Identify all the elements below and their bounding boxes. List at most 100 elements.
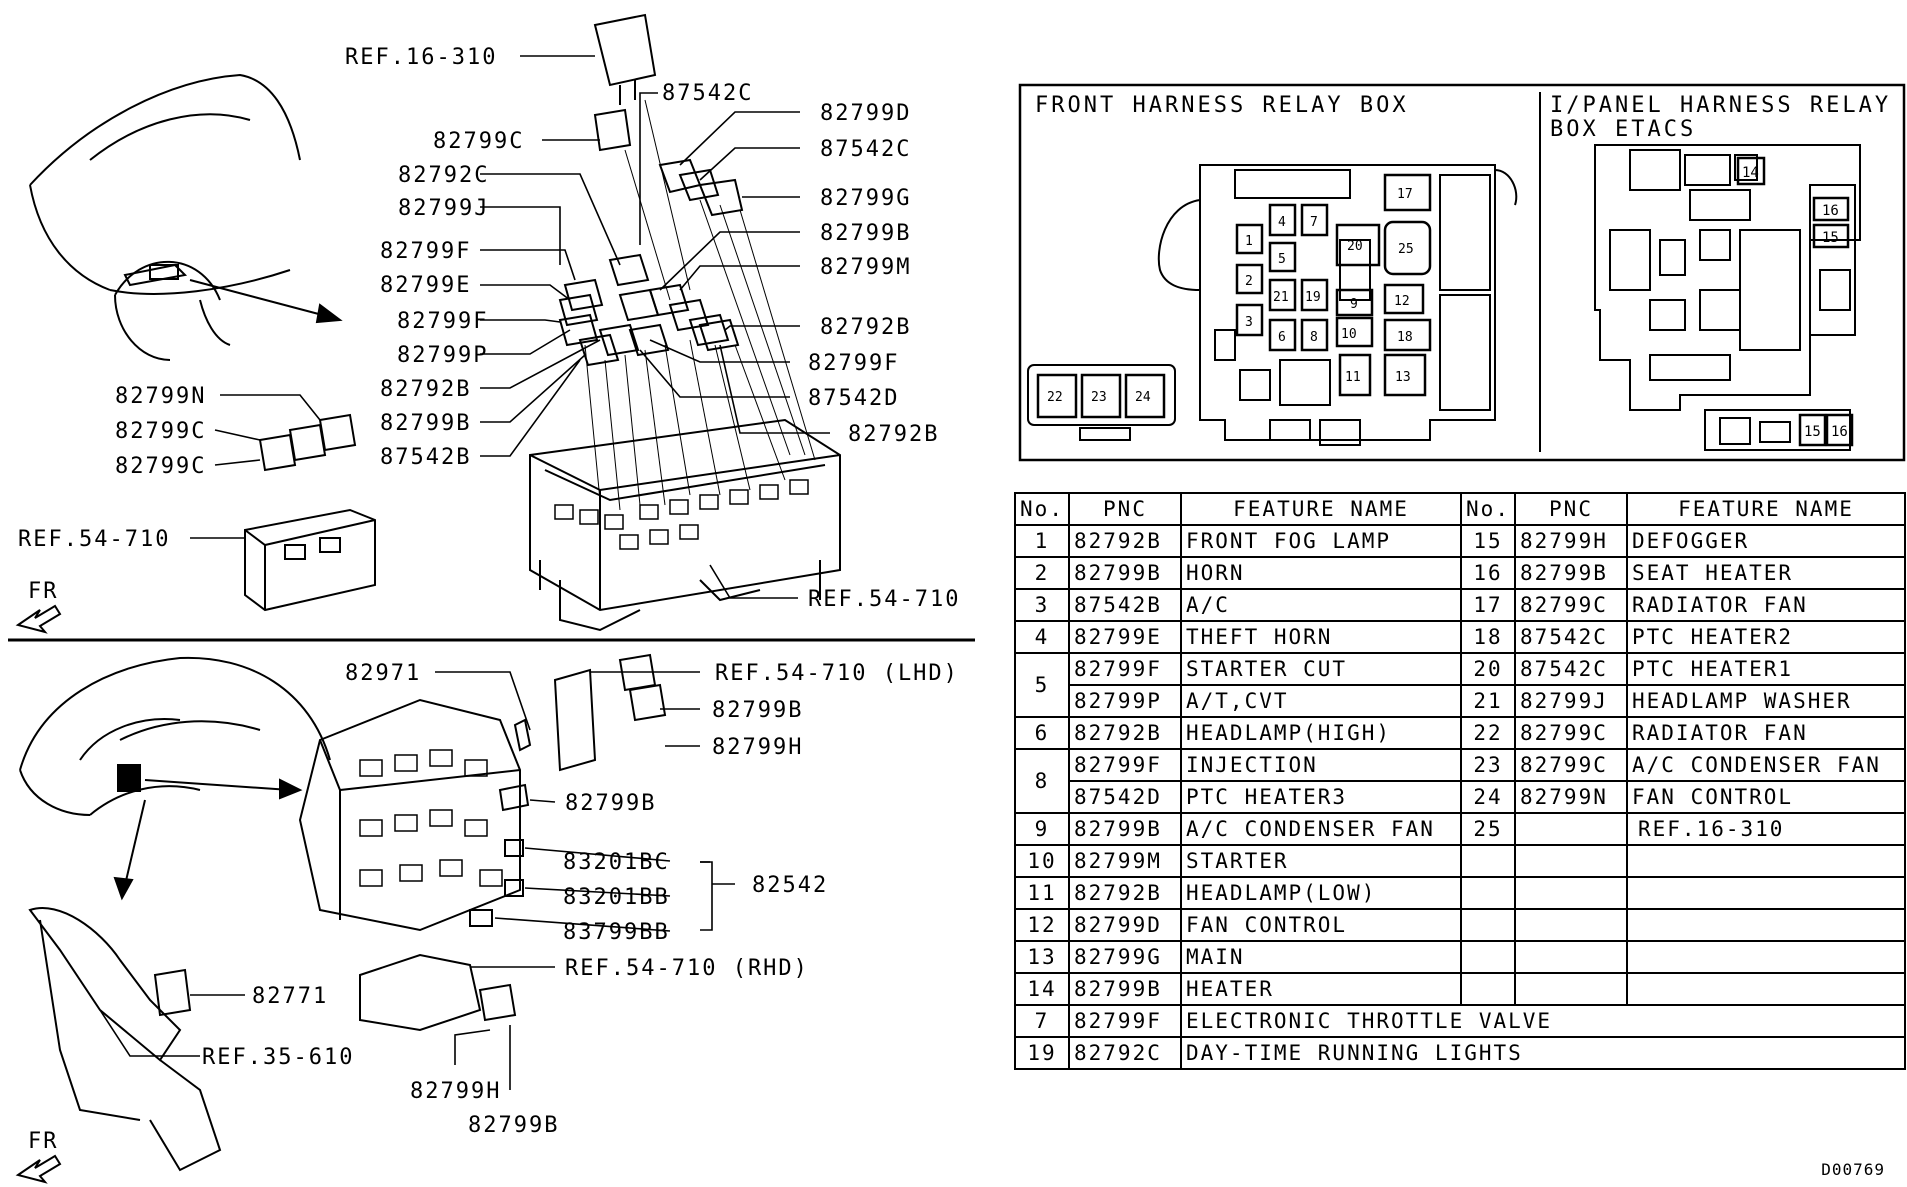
cell-pnc: 82792C xyxy=(1068,1036,1182,1070)
label-82799b-b: 82799B xyxy=(380,411,471,436)
cell-pnc: 82799G xyxy=(1068,940,1182,974)
label-83799bb: 83799BB xyxy=(563,920,670,945)
slot-23: 23 xyxy=(1091,390,1107,405)
label-82799g: 82799G xyxy=(820,186,911,211)
cell-no-2: 20 xyxy=(1460,652,1516,686)
car-front-illustration xyxy=(29,73,301,361)
slot-21: 21 xyxy=(1273,290,1289,305)
relay-cluster-left xyxy=(244,413,376,612)
cell-feature: HEATER xyxy=(1180,972,1462,1006)
slot-10: 10 xyxy=(1341,327,1357,342)
cell-feature: A/C xyxy=(1180,588,1462,622)
slot-20: 20 xyxy=(1347,239,1363,254)
cell-pnc: 87542D xyxy=(1068,780,1182,814)
cell-pnc: 82792B xyxy=(1068,716,1182,750)
cell-no-2: 25 xyxy=(1460,812,1516,846)
relay-parts-table: No. PNC FEATURE NAME No. PNC FEATURE NAM… xyxy=(1014,492,1906,1070)
cell-feature-2 xyxy=(1626,940,1906,974)
slot-18: 18 xyxy=(1397,330,1413,345)
relay-box-location-panel: FRONT HARNESS RELAY BOX I/PANEL HARNESS … xyxy=(1018,83,1906,462)
label-82799c-a: 82799C xyxy=(115,419,206,444)
slot-25: 25 xyxy=(1398,242,1414,257)
label-82799b-d: 82799B xyxy=(565,791,656,816)
ipanel-slot-14: 14 xyxy=(1742,165,1759,181)
cell-pnc: 82799M xyxy=(1068,844,1182,878)
cell-no: 14 xyxy=(1014,972,1070,1006)
label-ref-16-310: REF.16-310 xyxy=(345,45,497,70)
cell-feature-2: PTC HEATER1 xyxy=(1626,652,1906,686)
cell-pnc-2: 87542C xyxy=(1514,652,1628,686)
cell-pnc-2 xyxy=(1514,844,1628,878)
cell-no: 12 xyxy=(1014,908,1070,942)
cell-feature: FAN CONTROL xyxy=(1180,908,1462,942)
cell-pnc-2 xyxy=(1514,972,1628,1006)
slot-22: 22 xyxy=(1047,390,1063,405)
cell-feature-2: FAN CONTROL xyxy=(1626,780,1906,814)
cell-pnc-2: 82799J xyxy=(1514,684,1628,718)
car-interior-illustration xyxy=(19,656,331,1172)
cell-no-2 xyxy=(1460,844,1516,878)
header-feature-name-2: FEATURE NAME xyxy=(1626,492,1906,526)
cell-no: 9 xyxy=(1014,812,1070,846)
cell-feature-2: PTC HEATER2 xyxy=(1626,620,1906,654)
cell-feature-2 xyxy=(1626,972,1906,1006)
cell-feature-wide: ELECTRONIC THROTTLE VALVE xyxy=(1180,1004,1906,1038)
header-pnc-2: PNC xyxy=(1514,492,1628,526)
cell-feature-2 xyxy=(1626,876,1906,910)
header-no-2: No. xyxy=(1460,492,1516,526)
slot-2: 2 xyxy=(1245,274,1253,289)
cell-no-2 xyxy=(1460,972,1516,1006)
label-ref-54-710-lhd: REF.54-710 (LHD) xyxy=(715,661,959,686)
slot-24: 24 xyxy=(1135,390,1151,405)
cell-pnc-2: 82799C xyxy=(1514,748,1628,782)
cell-no-2 xyxy=(1460,940,1516,974)
front-relay-box-exploded xyxy=(529,418,841,632)
table-header-row: No. PNC FEATURE NAME No. PNC FEATURE NAM… xyxy=(1014,492,1906,526)
cell-no-2: 17 xyxy=(1460,588,1516,622)
fr-arrow-bottom xyxy=(15,1154,62,1184)
slot-17: 17 xyxy=(1397,187,1413,202)
label-82799c-top: 82799C xyxy=(433,129,524,154)
label-ref-54-710-b: REF.54-710 xyxy=(808,587,960,612)
cell-feature: STARTER xyxy=(1180,844,1462,878)
slot-6: 6 xyxy=(1278,330,1286,345)
cell-feature: MAIN xyxy=(1180,940,1462,974)
label-fr-bottom: FR xyxy=(28,1129,59,1154)
label-82799p: 82799P xyxy=(397,343,488,368)
slot-3: 3 xyxy=(1245,315,1253,330)
cell-no: 2 xyxy=(1014,556,1070,590)
cell-pnc: 87542B xyxy=(1068,588,1182,622)
part-labels: REF.16-310 87542C 82799D 82799C 87542C 8… xyxy=(18,45,960,1154)
cell-no: 7 xyxy=(1014,1004,1070,1038)
cell-feature-2 xyxy=(1626,908,1906,942)
label-82792b-a: 82792B xyxy=(820,315,911,340)
ipanel-slot-15a: 15 xyxy=(1822,230,1839,246)
cell-no: 8 xyxy=(1014,748,1070,814)
cell-pnc: 82799F xyxy=(1068,1004,1182,1038)
label-82771: 82771 xyxy=(252,984,328,1009)
label-82799m: 82799M xyxy=(820,255,911,280)
slot-12: 12 xyxy=(1394,294,1410,309)
cell-feature-2: A/C CONDENSER FAN xyxy=(1626,748,1906,782)
cell-pnc: 82792B xyxy=(1068,876,1182,910)
cell-no-2 xyxy=(1460,908,1516,942)
cell-pnc: 82799B xyxy=(1068,972,1182,1006)
cell-feature: STARTER CUT xyxy=(1180,652,1462,686)
slot-4: 4 xyxy=(1278,215,1286,230)
relay-cluster-top xyxy=(558,13,816,511)
label-82799e: 82799E xyxy=(380,273,471,298)
cell-pnc-2: 82799H xyxy=(1514,524,1628,558)
cell-feature: PTC HEATER3 xyxy=(1180,780,1462,814)
leader-lines xyxy=(99,55,830,1090)
label-82799c-b: 82799C xyxy=(115,454,206,479)
cell-feature: FRONT FOG LAMP xyxy=(1180,524,1462,558)
